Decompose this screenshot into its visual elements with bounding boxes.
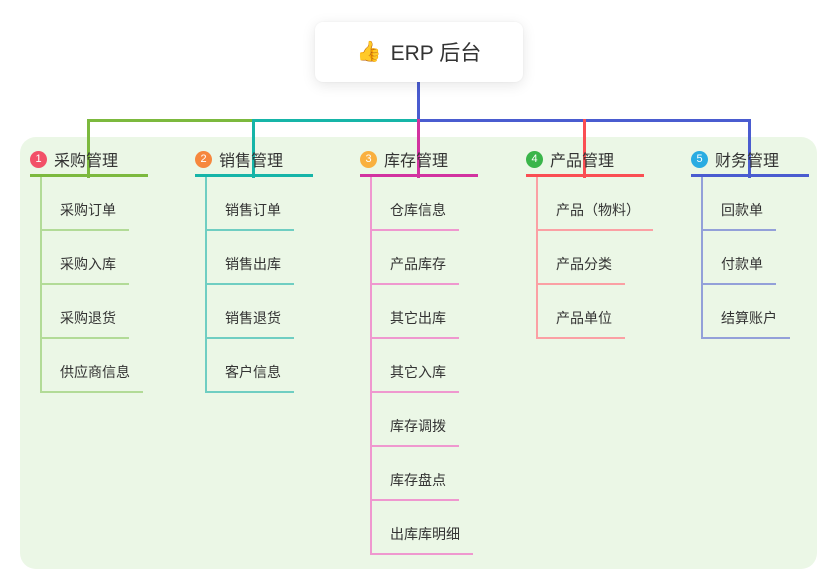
branch-1: 1 采购管理采购订单采购入库采购退货供应商信息 xyxy=(30,148,188,393)
branch-drop-line xyxy=(416,119,420,178)
child-node[interactable]: 销售出库 xyxy=(207,254,294,285)
branch-number-badge: 5 xyxy=(691,150,708,168)
branch-node[interactable]: 2 销售管理 xyxy=(195,148,313,177)
root-label: ERP 后台 xyxy=(390,42,482,65)
branch-3: 3 库存管理仓库信息产品库存其它出库其它入库库存调拨库存盘点出库库明细 xyxy=(360,148,518,555)
child-row: 回款单 xyxy=(703,177,839,231)
child-node[interactable]: 客户信息 xyxy=(207,362,294,393)
branch-number-badge: 3 xyxy=(360,150,377,168)
child-node[interactable]: 付款单 xyxy=(703,254,776,285)
child-row: 采购入库 xyxy=(42,231,188,285)
branch-children: 产品（物料） 产品分类产品单位 xyxy=(536,177,684,339)
branch-label: 产品管理 xyxy=(550,153,615,170)
branch-children: 采购订单采购入库采购退货供应商信息 xyxy=(40,177,188,393)
child-node[interactable]: 采购退货 xyxy=(42,308,129,339)
child-row: 产品单位 xyxy=(538,285,684,339)
child-node[interactable]: 仓库信息 xyxy=(372,200,459,231)
child-node[interactable]: 回款单 xyxy=(703,200,776,231)
branch-node[interactable]: 3 库存管理 xyxy=(360,148,478,177)
child-node[interactable]: 其它入库 xyxy=(372,362,459,393)
branch-children: 销售订单销售出库销售退货客户信息 xyxy=(205,177,353,393)
trunk-segment-mid xyxy=(251,119,420,122)
child-row: 销售订单 xyxy=(207,177,353,231)
branch-drop-line xyxy=(251,119,255,178)
child-row: 仓库信息 xyxy=(372,177,518,231)
child-row: 出库库明细 xyxy=(372,501,518,555)
child-row: 客户信息 xyxy=(207,339,353,393)
thumbs-up-icon: 👍 xyxy=(356,41,382,63)
child-row: 其它出库 xyxy=(372,285,518,339)
child-node[interactable]: 产品库存 xyxy=(372,254,459,285)
branch-label: 财务管理 xyxy=(715,153,780,170)
branch-drop-line xyxy=(582,119,586,178)
child-row: 产品（物料） xyxy=(538,177,684,231)
child-node[interactable]: 采购入库 xyxy=(42,254,129,285)
child-row: 销售退货 xyxy=(207,285,353,339)
child-node[interactable]: 采购订单 xyxy=(42,200,129,231)
child-row: 库存盘点 xyxy=(372,447,518,501)
child-row: 付款单 xyxy=(703,231,839,285)
branch-number-badge: 4 xyxy=(526,150,543,168)
child-row: 销售出库 xyxy=(207,231,353,285)
child-node[interactable]: 销售订单 xyxy=(207,200,294,231)
child-node[interactable]: 销售退货 xyxy=(207,308,294,339)
branch-drop-line xyxy=(747,119,751,178)
branch-node[interactable]: 5 财务管理 xyxy=(691,148,809,177)
branches-panel-bg xyxy=(20,137,817,569)
root-connector-line xyxy=(417,81,420,122)
child-row: 其它入库 xyxy=(372,339,518,393)
child-node[interactable]: 产品分类 xyxy=(538,254,625,285)
child-row: 结算账户 xyxy=(703,285,839,339)
branch-number-badge: 1 xyxy=(30,150,47,168)
child-row: 供应商信息 xyxy=(42,339,188,393)
trunk-segment-left xyxy=(86,119,255,122)
child-node[interactable]: 出库库明细 xyxy=(372,524,473,555)
branch-drop-line xyxy=(86,119,90,178)
branch-node[interactable]: 4 产品管理 xyxy=(526,148,644,177)
child-node[interactable]: 库存盘点 xyxy=(372,470,459,501)
branch-5: 5 财务管理回款单付款单结算账户 xyxy=(691,148,839,339)
root-node[interactable]: 👍 ERP 后台 xyxy=(315,22,523,82)
branch-label: 销售管理 xyxy=(219,153,284,170)
branch-children: 回款单付款单结算账户 xyxy=(701,177,839,339)
child-row: 产品分类 xyxy=(538,231,684,285)
branch-number-badge: 2 xyxy=(195,150,212,168)
child-node[interactable]: 产品单位 xyxy=(538,308,625,339)
child-node[interactable]: 库存调拨 xyxy=(372,416,459,447)
child-row: 采购退货 xyxy=(42,285,188,339)
branch-label: 采购管理 xyxy=(54,153,119,170)
child-node[interactable]: 供应商信息 xyxy=(42,362,143,393)
child-row: 产品库存 xyxy=(372,231,518,285)
child-node[interactable]: 其它出库 xyxy=(372,308,459,339)
child-node[interactable]: 产品（物料） xyxy=(538,200,653,231)
branch-2: 2 销售管理销售订单销售出库销售退货客户信息 xyxy=(195,148,353,393)
child-node[interactable]: 结算账户 xyxy=(703,308,790,339)
branch-children: 仓库信息产品库存其它出库其它入库库存调拨库存盘点出库库明细 xyxy=(370,177,518,555)
branch-node[interactable]: 1 采购管理 xyxy=(30,148,148,177)
child-row: 库存调拨 xyxy=(372,393,518,447)
child-row: 采购订单 xyxy=(42,177,188,231)
branch-4: 4 产品管理产品（物料） 产品分类产品单位 xyxy=(526,148,684,339)
branch-label: 库存管理 xyxy=(384,153,449,170)
